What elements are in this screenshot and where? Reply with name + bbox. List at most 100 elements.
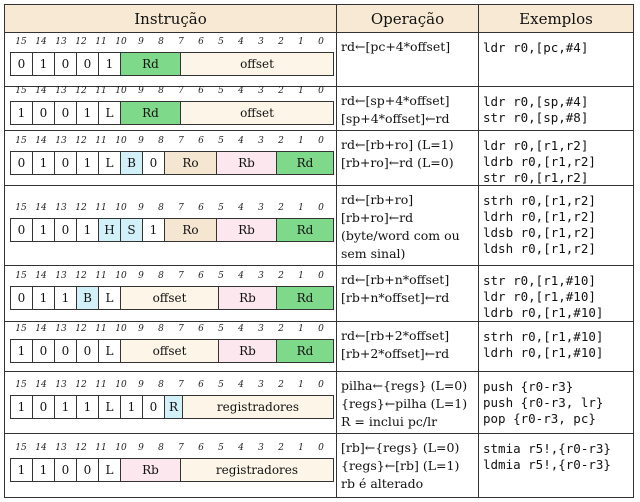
bit-field: 0 — [33, 340, 55, 362]
bit-field: L — [99, 459, 121, 481]
example-line: str r0,[r1,r2] — [483, 170, 589, 185]
bit-field: H — [99, 219, 121, 241]
examples-cell: stmia r5!,{r0-r3}ldmia r5!,{r0-r3} — [483, 441, 631, 473]
examples-cell: ldr r0,[r1,r2]ldrb r0,[r1,r2]str r0,[r1,… — [483, 138, 631, 186]
bit-number: 7 — [178, 37, 184, 47]
bit-field: L — [99, 340, 121, 362]
example-line: ldrh r0,[r1,#10] — [483, 345, 604, 360]
bit-number: 1 — [298, 136, 304, 146]
operation-line: [rb+ro]←rd — [341, 210, 414, 225]
bit-number: 9 — [138, 86, 144, 96]
bit-number: 11 — [95, 203, 107, 213]
example-line: ldrb r0,[r1,#10] — [483, 305, 604, 320]
bit-field: Rd — [121, 53, 181, 75]
column-divider — [336, 5, 337, 497]
bit-number: 15 — [15, 86, 27, 96]
bit-number: 4 — [238, 37, 244, 47]
bit-field: Rd — [277, 287, 333, 309]
operation-line: pilha←{regs} (L=0) — [341, 378, 468, 393]
bit-number: 1 — [298, 324, 304, 334]
bit-field: 0 — [55, 53, 77, 75]
bit-field: 0 — [11, 219, 33, 241]
bit-number: 9 — [138, 136, 144, 146]
bit-number: 11 — [95, 324, 107, 334]
bit-number: 10 — [115, 86, 127, 96]
bit-field: 0 — [33, 396, 55, 418]
bit-number: 7 — [178, 324, 184, 334]
bit-number: 6 — [198, 443, 204, 453]
bit-number: 10 — [115, 136, 127, 146]
bit-field: L — [99, 102, 121, 124]
bit-field: 0 — [55, 219, 77, 241]
bit-number: 14 — [35, 86, 47, 96]
bit-number: 10 — [115, 443, 127, 453]
bit-number: 0 — [318, 136, 324, 146]
bit-field: 0 — [33, 102, 55, 124]
bit-number: 4 — [238, 443, 244, 453]
bit-field: 1 — [77, 219, 99, 241]
bit-field: registradores — [181, 459, 333, 481]
bit-number: 11 — [95, 136, 107, 146]
header-instrucao: Instrução — [5, 5, 336, 33]
bit-number: 3 — [258, 443, 264, 453]
bit-number: 11 — [95, 380, 107, 390]
operation-line: {regs}←[rb] (L=1) — [341, 458, 460, 473]
bit-field: 1 — [11, 102, 33, 124]
bit-field: 1 — [77, 152, 99, 174]
bit-number: 7 — [178, 86, 184, 96]
bit-field: S — [121, 219, 143, 241]
header-exemplos: Exemplos — [479, 5, 633, 33]
bit-number: 12 — [75, 136, 87, 146]
bit-number: 9 — [138, 271, 144, 281]
operation-cell: [rb]←{regs} (L=0){regs}←[rb] (L=1)rb é a… — [341, 439, 477, 493]
bit-field: 0 — [11, 53, 33, 75]
bit-field: 1 — [77, 102, 99, 124]
bit-field: B — [77, 287, 99, 309]
bit-number: 2 — [278, 443, 284, 453]
bit-number: 8 — [158, 86, 164, 96]
bit-field: 1 — [55, 396, 77, 418]
bit-field: 0 — [77, 340, 99, 362]
bit-number: 7 — [178, 443, 184, 453]
bit-field: registradores — [183, 396, 333, 418]
bit-field: 1 — [33, 459, 55, 481]
bit-number: 12 — [75, 86, 87, 96]
bit-number: 13 — [55, 271, 67, 281]
bit-number: 2 — [278, 37, 284, 47]
bit-field: Rb — [121, 459, 181, 481]
example-line: ldsb r0,[r1,r2] — [483, 225, 596, 240]
bit-field: 0 — [55, 102, 77, 124]
operation-line: [rb]←{regs} (L=0) — [341, 440, 460, 455]
bit-number: 1 — [298, 443, 304, 453]
bit-number: 10 — [115, 203, 127, 213]
bit-number: 13 — [55, 86, 67, 96]
example-line: ldmia r5!,{r0-r3} — [483, 457, 611, 472]
bit-number: 8 — [158, 271, 164, 281]
example-line: ldr r0,[r1,r2] — [483, 138, 589, 153]
examples-cell: push {r0-r3}push {r0-r3, lr}pop {r0-r3, … — [483, 379, 631, 427]
bit-field: 0 — [77, 459, 99, 481]
bit-number: 8 — [158, 37, 164, 47]
bit-field: 1 — [33, 53, 55, 75]
bit-number: 1 — [298, 203, 304, 213]
bit-number: 4 — [238, 136, 244, 146]
bit-field: L — [99, 152, 121, 174]
bit-number: 14 — [35, 203, 47, 213]
bit-number: 0 — [318, 324, 324, 334]
examples-cell: strh r0,[r1,#10]ldrh r0,[r1,#10] — [483, 329, 631, 361]
bit-number: 3 — [258, 271, 264, 281]
operation-line: rd←[rb+ro] — [341, 192, 414, 207]
bit-number: 3 — [258, 136, 264, 146]
bit-number: 12 — [75, 380, 87, 390]
bit-number: 0 — [318, 37, 324, 47]
bit-number: 15 — [15, 136, 27, 146]
bit-number: 6 — [198, 380, 204, 390]
example-line: ldrh r0,[r1,r2] — [483, 209, 596, 224]
operation-line: [rb+n*offset]←rd — [341, 290, 450, 305]
